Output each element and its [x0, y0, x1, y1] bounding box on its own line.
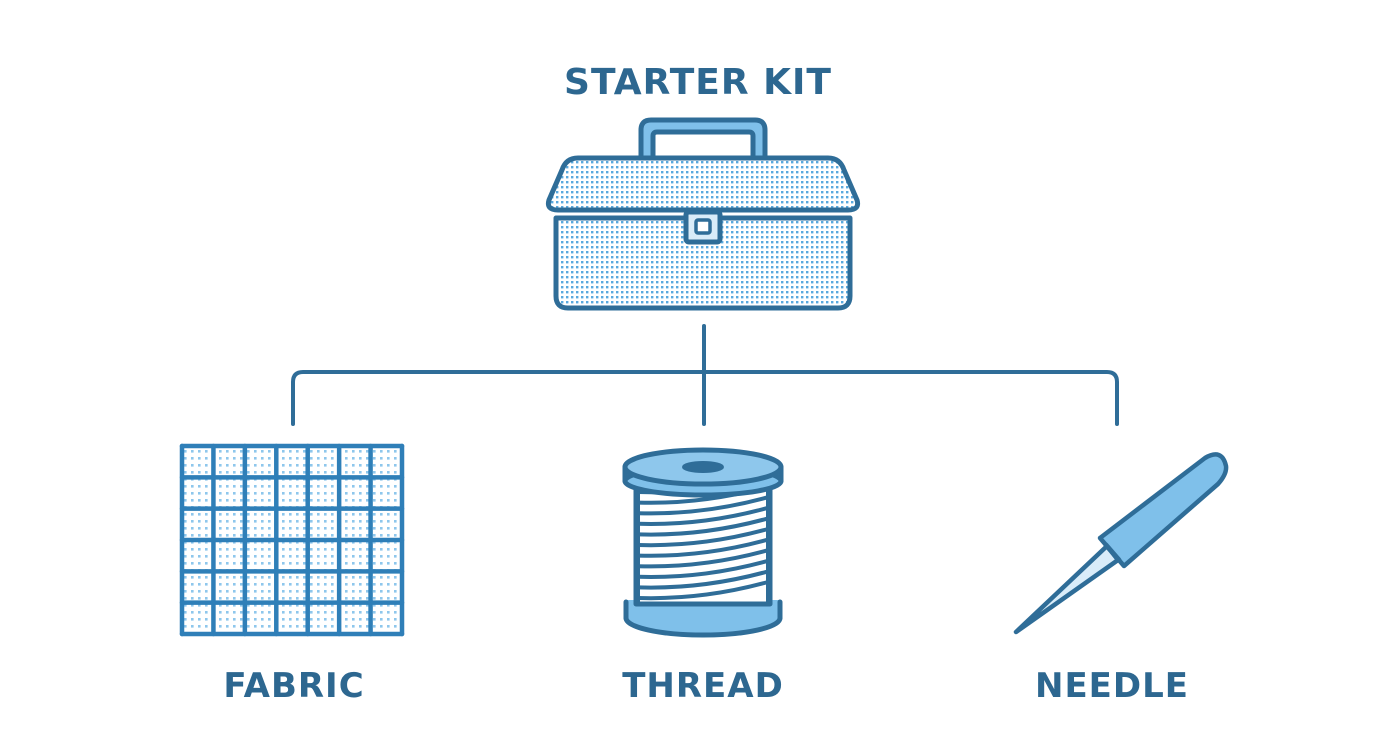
- child-label-needle: NEEDLE: [1035, 666, 1189, 706]
- toolbox-icon: [545, 117, 861, 311]
- thread-wrap: [636, 569, 770, 590]
- child-label-fabric: FABRIC: [223, 666, 364, 706]
- tree-connectors: [291, 324, 1119, 426]
- thread-wrap: [636, 505, 770, 526]
- thread-spool-icon: [622, 447, 784, 638]
- thread-wrap: [636, 495, 770, 516]
- root-label: STARTER KIT: [564, 62, 832, 103]
- thread-wrap: [636, 558, 770, 579]
- child-label-thread: THREAD: [622, 666, 784, 706]
- fabric-grid-icon: [179, 443, 405, 637]
- thread-wrap: [636, 548, 770, 569]
- thread-wrap: [636, 527, 770, 548]
- needle-icon: [1013, 452, 1229, 635]
- thread-wrap: [636, 537, 770, 558]
- thread-wrap: [636, 516, 770, 537]
- thread-wrap: [636, 580, 770, 601]
